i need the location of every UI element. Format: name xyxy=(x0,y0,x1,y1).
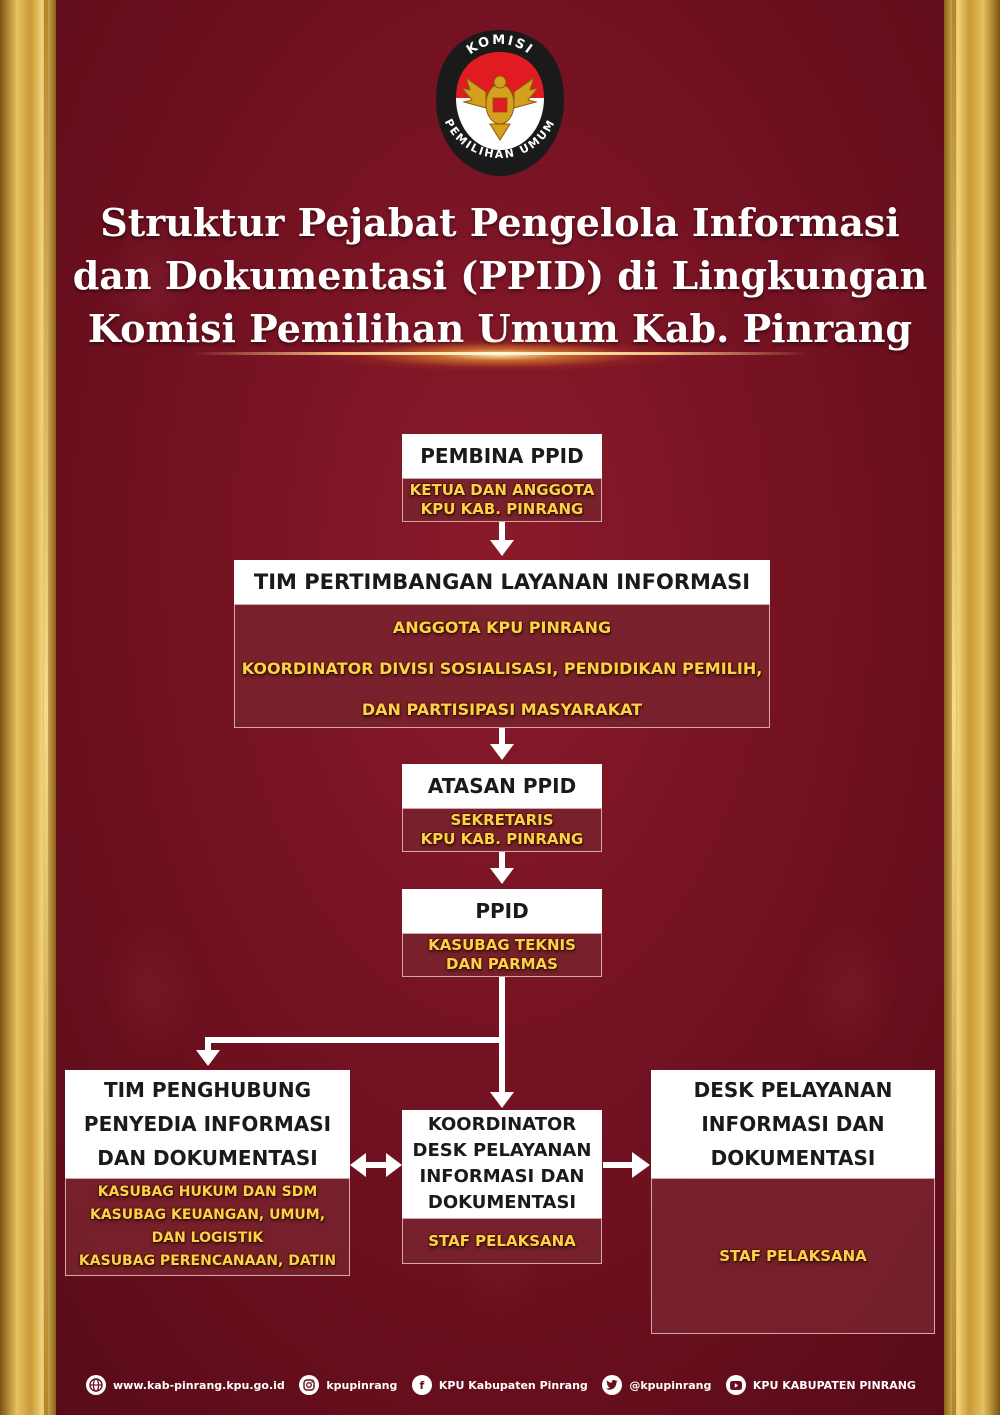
instagram-icon xyxy=(299,1375,320,1395)
node-title-line: DAN DOKUMENTASI xyxy=(97,1146,318,1170)
kpu-logo: KOMISI PEMILIHAN UMUM xyxy=(436,30,564,176)
footer-text: kpupinrang xyxy=(326,1378,398,1392)
node-line: DAN PARMAS xyxy=(446,955,558,973)
node-title: ATASAN PPID xyxy=(402,764,602,808)
node-tim-pertimbangan: TIM PERTIMBANGAN LAYANAN INFORMASI ANGGO… xyxy=(234,560,770,728)
node-line: STAF PELAKSANA xyxy=(719,1247,867,1265)
node-body: STAF PELAKSANA xyxy=(651,1178,935,1334)
node-body: KASUBAG TEKNIS DAN PARMAS xyxy=(402,933,602,977)
node-pembina-ppid: PEMBINA PPID KETUA DAN ANGGOTA KPU KAB. … xyxy=(402,434,602,522)
node-desk-pelayanan: DESK PELAYANAN INFORMASI DAN DOKUMENTASI… xyxy=(651,1070,935,1334)
node-line: KOORDINATOR DIVISI SOSIALISASI, PENDIDIK… xyxy=(241,659,763,678)
left-gold-line xyxy=(44,0,48,1415)
node-line: KASUBAG PERENCANAAN, DATIN xyxy=(78,1253,337,1269)
light-flare-line xyxy=(190,352,810,355)
node-title: PPID xyxy=(402,889,602,933)
node-title-line: INFORMASI DAN xyxy=(701,1112,885,1136)
node-line: KPU KAB. PINRANG xyxy=(420,500,584,518)
light-flare xyxy=(250,330,750,380)
node-body: KETUA DAN ANGGOTA KPU KAB. PINRANG xyxy=(402,478,602,522)
node-koordinator-desk: KOORDINATOR DESK PELAYANAN INFORMASI DAN… xyxy=(402,1110,602,1264)
node-ppid: PPID KASUBAG TEKNIS DAN PARMAS xyxy=(402,889,602,977)
facebook-icon: f xyxy=(411,1375,432,1395)
node-title: KOORDINATOR DESK PELAYANAN INFORMASI DAN… xyxy=(402,1110,602,1218)
node-body: KASUBAG HUKUM DAN SDM KASUBAG KEUANGAN, … xyxy=(65,1178,350,1276)
node-line: DAN LOGISTIK xyxy=(151,1230,264,1246)
node-title-line: PENYEDIA INFORMASI xyxy=(83,1112,332,1136)
node-line: STAF PELAKSANA xyxy=(428,1232,576,1250)
footer-youtube[interactable]: KPU KABUPATEN PINRANG xyxy=(725,1375,916,1395)
youtube-icon xyxy=(725,1375,746,1395)
footer-twitter[interactable]: @kpupinrang xyxy=(602,1375,711,1395)
node-line: KASUBAG HUKUM DAN SDM xyxy=(97,1184,318,1200)
node-title-line: INFORMASI DAN xyxy=(419,1166,585,1187)
node-body: STAF PELAKSANA xyxy=(402,1218,602,1264)
node-title: TIM PENGHUBUNG PENYEDIA INFORMASI DAN DO… xyxy=(65,1070,350,1178)
node-line: KPU KAB. PINRANG xyxy=(420,830,584,848)
node-title-line: TIM PENGHUBUNG xyxy=(103,1078,312,1102)
footer-social-bar: www.kab-pinrang.kpu.go.id kpupinrang f K… xyxy=(86,1372,916,1398)
node-title-line: DESK PELAYANAN xyxy=(412,1140,592,1161)
footer-text: www.kab-pinrang.kpu.go.id xyxy=(113,1378,285,1392)
footer-facebook[interactable]: f KPU Kabupaten Pinrang xyxy=(411,1375,588,1395)
node-title: TIM PERTIMBANGAN LAYANAN INFORMASI xyxy=(234,560,770,604)
node-title: DESK PELAYANAN INFORMASI DAN DOKUMENTASI xyxy=(651,1070,935,1178)
node-title-line: DOKUMENTASI xyxy=(710,1146,876,1170)
node-title: PEMBINA PPID xyxy=(402,434,602,478)
node-line: KASUBAG TEKNIS xyxy=(428,936,576,954)
page-title: Struktur Pejabat Pengelola Informasi dan… xyxy=(72,200,928,351)
arrow-ppid-to-penghubung xyxy=(205,1037,502,1052)
node-line: DAN PARTISIPASI MASYARAKAT xyxy=(361,700,643,719)
footer-instagram[interactable]: kpupinrang xyxy=(299,1375,397,1395)
node-line: SEKRETARIS xyxy=(450,811,554,829)
footer-website[interactable]: www.kab-pinrang.kpu.go.id xyxy=(86,1375,285,1395)
footer-text: KPU KABUPATEN PINRANG xyxy=(752,1378,916,1392)
node-title-line: KOORDINATOR xyxy=(427,1114,577,1135)
twitter-icon xyxy=(602,1375,623,1395)
node-title-line: DESK PELAYANAN xyxy=(693,1078,893,1102)
right-gold-line xyxy=(952,0,956,1415)
node-line: KASUBAG KEUANGAN, UMUM, xyxy=(89,1207,326,1223)
node-tim-penghubung: TIM PENGHUBUNG PENYEDIA INFORMASI DAN DO… xyxy=(65,1070,350,1276)
node-line: ANGGOTA KPU PINRANG xyxy=(392,618,612,637)
node-atasan-ppid: ATASAN PPID SEKRETARIS KPU KAB. PINRANG xyxy=(402,764,602,852)
node-body: SEKRETARIS KPU KAB. PINRANG xyxy=(402,808,602,852)
node-title-line: DOKUMENTASI xyxy=(427,1192,577,1213)
garuda-emblem xyxy=(460,75,540,141)
node-line: KETUA DAN ANGGOTA xyxy=(409,481,595,499)
footer-text: @kpupinrang xyxy=(629,1378,712,1392)
globe-icon xyxy=(86,1375,106,1395)
footer-text: KPU Kabupaten Pinrang xyxy=(438,1378,588,1392)
node-body: ANGGOTA KPU PINRANG KOORDINATOR DIVISI S… xyxy=(234,604,770,728)
